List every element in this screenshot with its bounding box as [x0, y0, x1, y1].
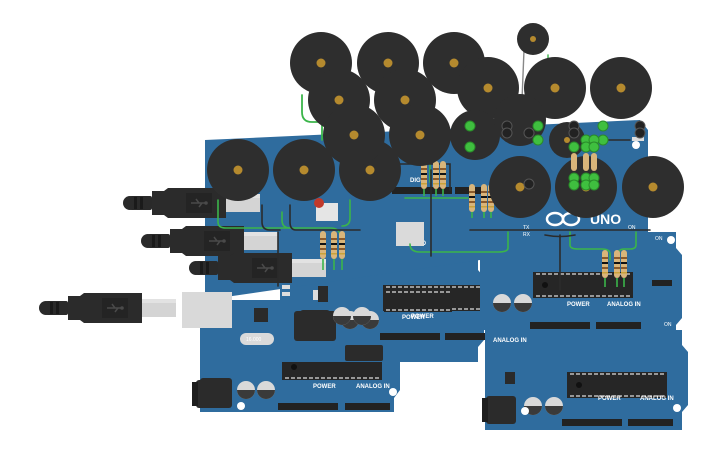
analog-header[interactable] [596, 322, 641, 329]
arduino-board-uno-2[interactable]: POWER ANALOG IN ON ON [480, 232, 682, 330]
resistor[interactable] [339, 231, 345, 259]
microcontroller-chip [566, 371, 668, 399]
digital-header[interactable] [392, 187, 452, 194]
resistor[interactable] [481, 184, 487, 212]
on-label: ON [655, 236, 663, 242]
capacitor [545, 397, 563, 415]
capacitor [257, 381, 275, 399]
l-led-label: L [270, 293, 273, 299]
wire-endpoints [464, 120, 646, 191]
analog-header[interactable] [628, 419, 673, 426]
resistor[interactable] [614, 250, 620, 278]
analog-label: ANALOG IN [640, 396, 674, 402]
capacitor [353, 307, 371, 325]
power-label: POWER [402, 315, 425, 321]
crystal-label: 16.000 [246, 337, 262, 343]
reset-button[interactable] [314, 198, 324, 208]
digital-label: DIGITAL (PWM~) [575, 114, 622, 120]
piezo-buzzer[interactable] [389, 104, 451, 166]
icsp-header [652, 280, 672, 286]
rx-label: RX [523, 232, 531, 238]
dc-power-jack [482, 396, 516, 424]
capacitor [237, 381, 255, 399]
power-header[interactable] [530, 322, 590, 329]
piezo-buzzer-small[interactable] [517, 23, 549, 55]
analog-label: ANALOG IN [493, 338, 527, 344]
resistor[interactable] [331, 231, 337, 259]
on-label: ON [628, 225, 636, 231]
resistors [320, 129, 627, 287]
piezo-buzzer[interactable] [273, 139, 335, 201]
piezo-buzzer[interactable] [489, 156, 551, 218]
analog-header[interactable] [445, 333, 485, 340]
usb-b-port [182, 292, 232, 328]
on-label: ON [664, 322, 672, 328]
piezo-buzzer[interactable] [323, 104, 385, 166]
capacitor [333, 307, 351, 325]
capacitor [493, 294, 511, 312]
power-header[interactable] [562, 419, 622, 426]
analog-label: ANALOG IN [607, 302, 641, 308]
piezo-buzzer[interactable] [622, 156, 684, 218]
usb-b-port [396, 222, 424, 246]
capacitor [514, 294, 532, 312]
analog-label: ANALOG IN [356, 384, 390, 390]
digital-label-2: DIGI [410, 178, 423, 184]
crystal [240, 333, 274, 345]
piezo-buzzer[interactable] [207, 139, 269, 201]
piezo-buzzer-partial[interactable] [549, 122, 585, 158]
resistor[interactable] [621, 250, 627, 278]
resistor[interactable] [602, 250, 608, 278]
power-label: POWER [567, 302, 590, 308]
tx-label: TX [523, 225, 530, 231]
resistor[interactable] [440, 161, 446, 189]
power-label: POWER [598, 396, 621, 402]
resistor[interactable] [469, 184, 475, 212]
resistor[interactable] [433, 161, 439, 189]
resistor[interactable] [320, 231, 326, 259]
piezo-buzzer[interactable] [590, 57, 652, 119]
power-label: POWER [411, 314, 434, 320]
power-header[interactable] [278, 403, 338, 410]
arduino-board-uno-5[interactable]: POWER ANALOG IN [482, 330, 688, 430]
analog-header[interactable] [345, 403, 390, 410]
power-label: POWER [313, 384, 336, 390]
usb-cable-4[interactable] [38, 292, 177, 324]
reset-button-housing [316, 203, 338, 221]
